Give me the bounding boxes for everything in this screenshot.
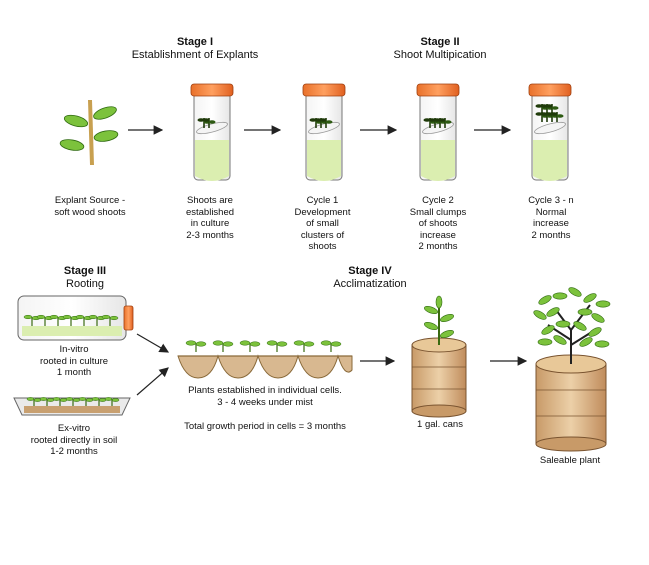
stage-4-title: Stage IV xyxy=(348,265,392,277)
stage-4-heading: Stage IV Acclimatization xyxy=(310,265,430,291)
stage-2-title: Stage II xyxy=(420,36,460,48)
label-cans: 1 gal. cans xyxy=(417,419,463,430)
cell-tray-icon xyxy=(177,340,353,379)
gallon-can-icon xyxy=(411,295,467,418)
stage-4-subtitle: Acclimatization xyxy=(333,278,407,290)
stage-1-title: Stage I xyxy=(176,36,214,48)
label-cells: Plants established in individual cells. … xyxy=(188,385,342,408)
label-cycle2: Cycle 2 Small clumps of shoots increase … xyxy=(409,195,467,252)
label-cycle3: Cycle 3 - n Normal increase 2 months xyxy=(528,195,574,241)
stage-3-subtitle: Rooting xyxy=(66,278,104,290)
exvitro-tray-icon xyxy=(13,397,131,416)
arrow-exvitro xyxy=(136,367,169,396)
label-explant: Explant Source - soft wood shoots xyxy=(54,195,126,218)
explant-shoot-icon xyxy=(59,99,119,166)
stage-3-title: Stage III xyxy=(63,265,107,277)
stage-3-heading: Stage III Rooting xyxy=(30,265,140,291)
saleable-plant-icon xyxy=(533,287,611,452)
stage-1-heading: Stage I Establishment of Explants xyxy=(110,36,280,62)
culture-tube-icon xyxy=(302,83,346,181)
invitro-container-icon xyxy=(17,295,134,341)
stage-2-heading: Stage II Shoot Multipication xyxy=(370,36,510,62)
label-cycle1: Cycle 1 Development of small clusters of… xyxy=(294,195,351,252)
label-established: Shoots are established in culture 2-3 mo… xyxy=(185,195,235,241)
arrow-invitro xyxy=(136,333,170,353)
label-total: Total growth period in cells = 3 months xyxy=(184,421,346,432)
label-saleable: Saleable plant xyxy=(539,455,601,466)
label-exvitro: Ex-vitro rooted directly in soil 1-2 mon… xyxy=(30,423,118,457)
culture-tube-icon xyxy=(190,83,234,181)
culture-tube-icon xyxy=(416,83,460,181)
stage-1-subtitle: Establishment of Explants xyxy=(131,49,259,61)
label-invitro: In-vitro rooted in culture 1 month xyxy=(39,344,109,378)
culture-tube-icon xyxy=(528,83,572,181)
stage-2-subtitle: Shoot Multipication xyxy=(393,49,487,61)
